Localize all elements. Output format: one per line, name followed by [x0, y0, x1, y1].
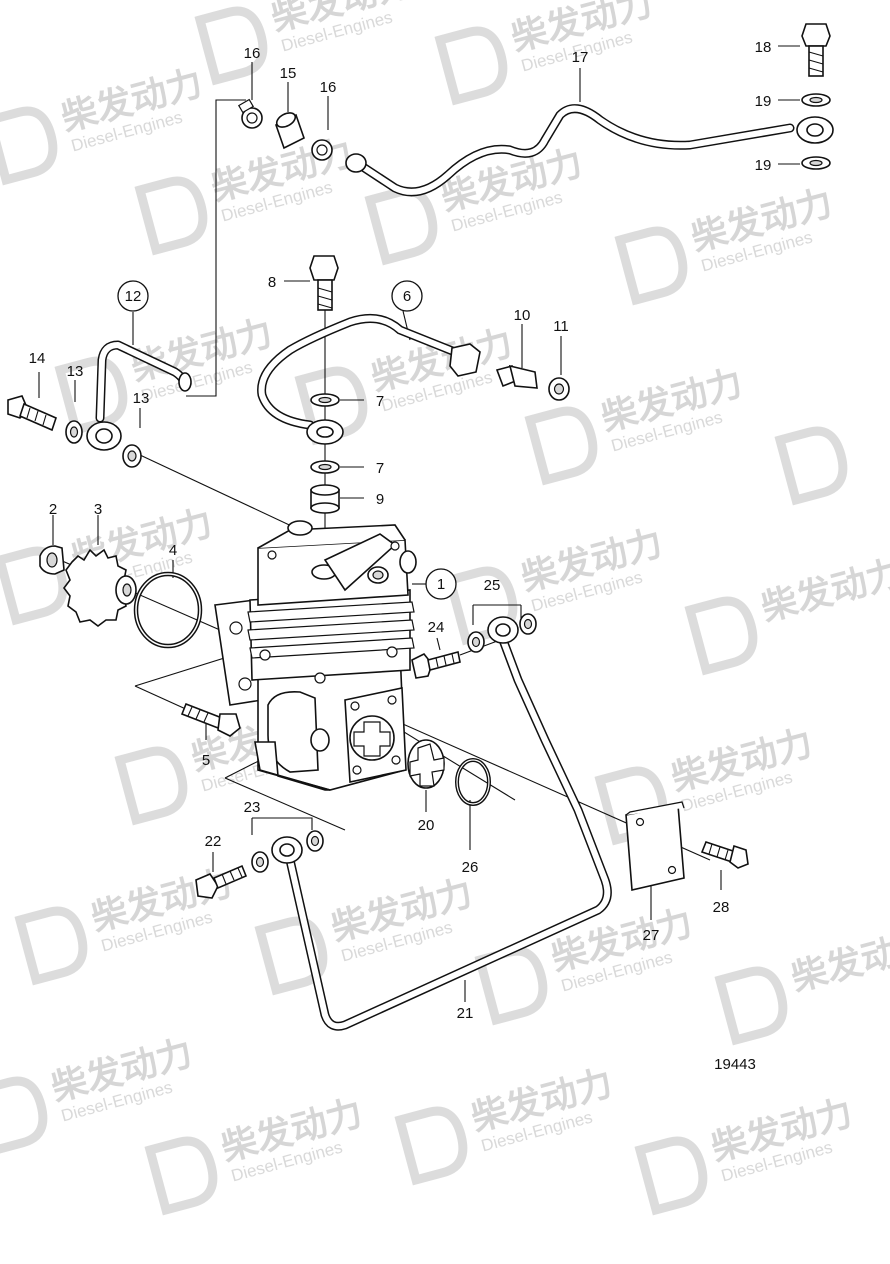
watermark-logo-icon — [0, 106, 58, 186]
watermark-logo-icon — [114, 746, 188, 826]
callout-label: 19 — [755, 157, 772, 174]
drawing-number: 19443 — [714, 1056, 756, 1073]
callout-label: 16 — [320, 79, 337, 96]
part-4-o-ring[interactable] — [133, 571, 203, 649]
callout-label: 12 — [125, 288, 142, 305]
part-14-banjo-bolt[interactable] — [7, 395, 57, 432]
watermark-logo-icon — [144, 1136, 218, 1216]
part-25-washer[interactable] — [519, 613, 537, 635]
part-9-spacer[interactable] — [310, 484, 340, 514]
watermark-logo-icon — [774, 426, 848, 506]
callout-label: 22 — [205, 833, 222, 850]
callout-label: 13 — [67, 363, 84, 380]
watermark-logo-icon — [434, 26, 508, 106]
callout-circle-12: 12 — [117, 280, 149, 312]
callout-label: 21 — [457, 1005, 474, 1022]
callout-label: 5 — [202, 752, 210, 769]
callout-label: 11 — [553, 318, 569, 335]
watermark-logo-icon — [0, 546, 68, 626]
watermark-logo-icon — [634, 1136, 708, 1216]
callout-label: 23 — [244, 799, 261, 816]
part-13-washer[interactable] — [122, 444, 142, 468]
watermark-text-cn: 柴发动力 — [787, 922, 890, 999]
part-11-washer[interactable] — [548, 377, 570, 401]
part-23-washer[interactable] — [251, 851, 269, 873]
part-16-hose-clamp[interactable] — [237, 98, 263, 129]
part-6-pipe[interactable] — [257, 313, 481, 445]
part-25-washer[interactable] — [467, 631, 485, 653]
callout-label: 17 — [572, 49, 589, 66]
watermark-logo-icon — [714, 966, 788, 1046]
callout-labels: 16 15 16 17 18 19 19 8 10 11 14 13 13 7 … — [29, 39, 772, 1022]
part-19-washer[interactable] — [801, 156, 831, 170]
part-2-nut[interactable] — [39, 545, 65, 575]
part-22-bolt[interactable] — [195, 864, 248, 899]
callout-label: 26 — [462, 859, 479, 876]
watermark-logo-icon — [524, 406, 598, 486]
callout-label: 20 — [418, 817, 435, 834]
part-8-banjo-bolt[interactable] — [309, 255, 339, 311]
watermark-logo-icon — [294, 366, 368, 446]
callout-label: 6 — [403, 288, 411, 305]
callout-label: 7 — [376, 460, 384, 477]
callout-label: 18 — [755, 39, 772, 56]
part-15-hose-sleeve[interactable] — [274, 110, 305, 150]
callout-label: 15 — [280, 65, 297, 82]
watermark-logo-icon — [474, 946, 548, 1026]
part-21-pipe[interactable] — [271, 616, 612, 1031]
callout-label: 19 — [755, 93, 772, 110]
callout-label: 16 — [244, 45, 261, 62]
watermark-logo-icon — [0, 1076, 48, 1156]
callout-label: 25 — [484, 577, 501, 594]
callout-label: 4 — [169, 542, 177, 559]
callout-label: 14 — [29, 350, 46, 367]
callout-label: 28 — [713, 899, 730, 916]
watermark-logo-icon — [684, 596, 758, 676]
part-7-washer[interactable] — [310, 460, 340, 474]
part-1-air-compressor[interactable] — [214, 520, 417, 791]
callout-label: 7 — [376, 393, 384, 410]
callout-circle-1: 1 — [425, 568, 457, 600]
part-3-gear[interactable] — [63, 548, 137, 627]
part-27-cover-plate[interactable] — [625, 801, 685, 891]
part-24-bolt[interactable] — [411, 651, 461, 679]
callout-circle-6: 6 — [391, 280, 423, 312]
watermark-logo-icon — [614, 226, 688, 306]
watermark-logo-icon — [254, 916, 328, 996]
part-10-adapter[interactable] — [495, 364, 538, 389]
part-16-hose-clamp[interactable] — [311, 139, 333, 161]
watermark-logo-icon — [14, 906, 88, 986]
callout-label: 24 — [428, 619, 445, 636]
callout-label: 13 — [133, 390, 150, 407]
watermark-logo-icon — [364, 186, 438, 266]
part-18-banjo-bolt[interactable] — [801, 23, 831, 77]
part-20-cover[interactable] — [407, 739, 445, 789]
callout-label: 2 — [49, 501, 57, 518]
callout-label: 1 — [437, 576, 445, 593]
part-28-bolt[interactable] — [700, 841, 749, 869]
watermark-logo-icon — [134, 176, 208, 256]
watermark-logo-icon — [194, 6, 268, 86]
callout-label: 27 — [643, 927, 660, 944]
part-19-washer[interactable] — [801, 93, 831, 107]
callout-label: 8 — [268, 274, 276, 291]
part-26-o-ring[interactable] — [455, 758, 491, 806]
callout-label: 9 — [376, 491, 384, 508]
watermark-logo-icon — [394, 1106, 468, 1186]
part-17-pipe[interactable] — [345, 104, 834, 197]
part-7-washer[interactable] — [310, 393, 340, 407]
part-23-washer[interactable] — [306, 830, 324, 852]
part-13-washer[interactable] — [65, 420, 83, 444]
part-5-bolt[interactable] — [180, 702, 241, 737]
part-12-pipe[interactable] — [86, 340, 192, 451]
callout-label: 3 — [94, 501, 102, 518]
watermark-text-cn: 柴发动力 — [757, 552, 890, 629]
callout-label: 10 — [514, 307, 531, 324]
